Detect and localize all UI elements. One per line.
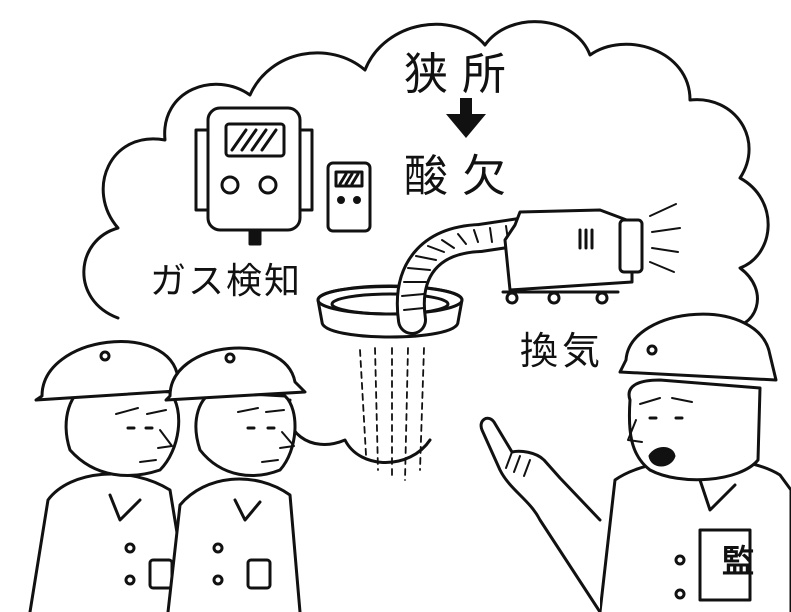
blower-fan [503, 204, 680, 303]
worker-middle [166, 348, 305, 612]
supervisor-armband-label: 監 [722, 542, 755, 580]
label-confined-space: 狭所 [404, 49, 520, 100]
worker-left [30, 342, 192, 612]
manhole [318, 286, 462, 337]
down-arrow-icon [446, 98, 486, 138]
worker-supervisor [481, 314, 791, 612]
gas-detector-small [328, 163, 370, 231]
airflow-lines [360, 348, 424, 480]
label-ventilation: 換気 [520, 329, 605, 373]
label-oxygen-deficiency: 酸欠 [404, 151, 520, 202]
label-gas-detection: ガス検知 [150, 261, 303, 302]
ventilation-duct [402, 226, 520, 320]
gas-detector-large [196, 108, 312, 244]
